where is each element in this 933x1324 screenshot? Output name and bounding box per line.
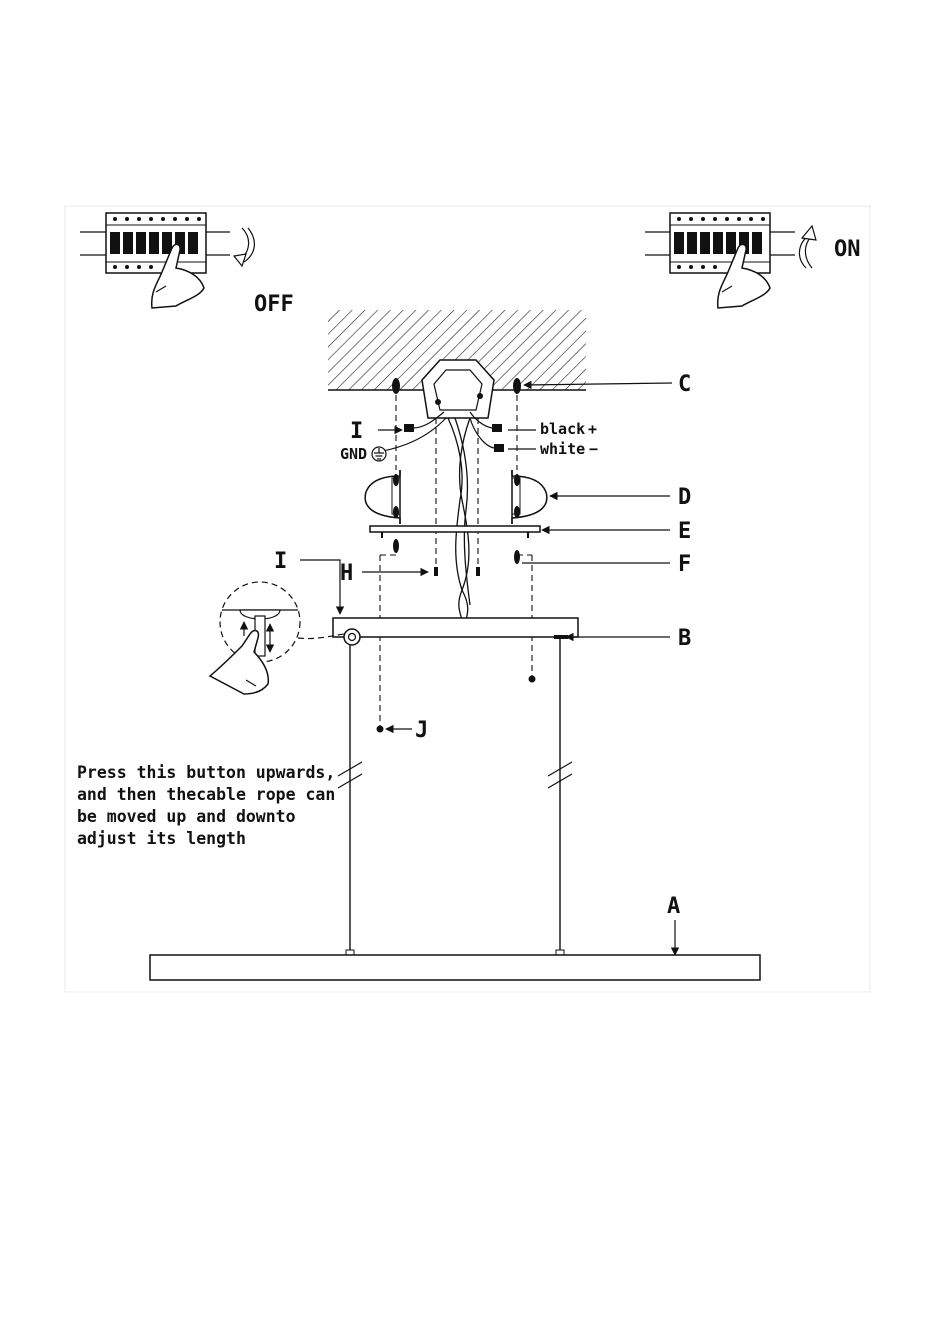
ceiling-anchor-left bbox=[392, 378, 400, 394]
cable-break-marks bbox=[338, 762, 572, 788]
lamp-body bbox=[150, 955, 760, 980]
note-line: Press this button upwards, bbox=[77, 763, 335, 782]
breaker-on-illustration bbox=[645, 213, 816, 308]
ground-symbol-icon bbox=[372, 447, 386, 461]
off-label: OFF bbox=[254, 292, 294, 317]
label-e: E bbox=[678, 519, 691, 544]
label-i-top: I bbox=[350, 419, 363, 444]
label-i-side: I bbox=[274, 549, 287, 574]
label-f: F bbox=[678, 552, 691, 577]
label-b: B bbox=[678, 626, 691, 651]
junction-box bbox=[422, 360, 494, 418]
label-d: D bbox=[678, 485, 691, 510]
dowel-plug-right bbox=[529, 676, 536, 683]
note-line: and then thecable rope can bbox=[77, 785, 335, 804]
leader-lines bbox=[300, 383, 675, 955]
suspension-cables bbox=[350, 637, 560, 952]
label-white: white bbox=[540, 440, 585, 458]
label-a: A bbox=[667, 894, 680, 919]
label-minus: − bbox=[589, 440, 598, 458]
canopy bbox=[333, 618, 578, 637]
label-plus: + bbox=[588, 420, 597, 438]
label-h: H bbox=[340, 561, 353, 586]
label-c: C bbox=[678, 372, 691, 397]
canopy-cable-gripper bbox=[554, 635, 568, 639]
note-line: adjust its length bbox=[77, 829, 246, 848]
label-black: black bbox=[540, 420, 585, 438]
breaker-off-illustration bbox=[80, 213, 254, 308]
mounting-plate bbox=[370, 526, 540, 538]
label-gnd: GND bbox=[340, 445, 367, 463]
wire-connector-white bbox=[494, 444, 504, 452]
ceiling-anchor-right bbox=[513, 378, 521, 394]
power-cable-bundle bbox=[448, 418, 470, 620]
instruction-note: Press this button upwards, and then thec… bbox=[77, 763, 335, 848]
on-label: ON bbox=[834, 237, 861, 262]
cable-release-button bbox=[344, 629, 360, 645]
note-line: be moved up and downto bbox=[77, 807, 296, 826]
wire-connector-black bbox=[492, 424, 502, 432]
wire-connector-ground bbox=[404, 424, 414, 432]
dowel-plug-left bbox=[377, 726, 384, 733]
bracket-screws bbox=[393, 474, 520, 518]
label-j: J bbox=[415, 718, 428, 743]
